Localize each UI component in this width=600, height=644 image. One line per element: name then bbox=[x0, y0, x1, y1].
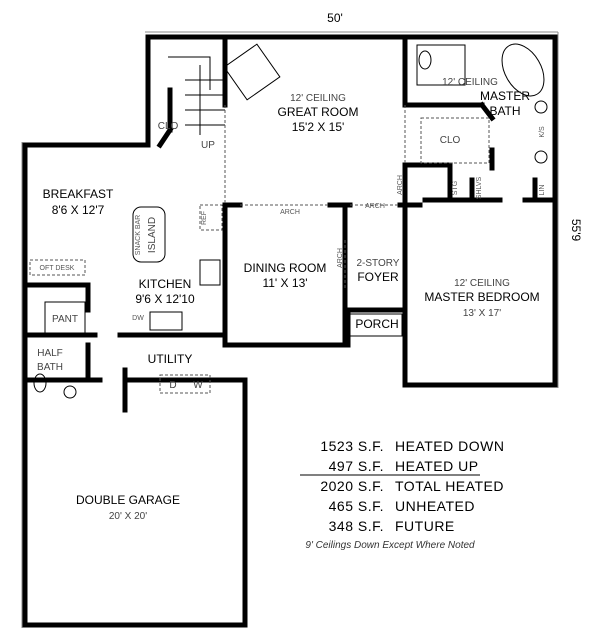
ks-label: K/S bbox=[539, 126, 546, 138]
dryer-label: D bbox=[169, 380, 176, 391]
dining-arch-label: ARCH bbox=[280, 209, 300, 216]
dining-room-size: 11' X 13' bbox=[262, 276, 307, 290]
lavatory bbox=[63, 385, 77, 399]
snack-bar-label: SNACK BAR bbox=[135, 215, 142, 255]
tub bbox=[501, 43, 545, 97]
washer-label: W bbox=[193, 380, 203, 391]
master-bedroom-ceiling: 12' CEILING bbox=[454, 278, 510, 289]
linen-label: LIN bbox=[539, 185, 546, 196]
master-bedroom-size: 13' X 17' bbox=[463, 308, 501, 319]
stat-value: 497 S.F. bbox=[329, 458, 384, 474]
toilet bbox=[33, 373, 47, 393]
square-footage-table: 1523 S.F. HEATED DOWN 497 S.F. HEATED UP… bbox=[300, 438, 504, 534]
stat-label: TOTAL HEATED bbox=[395, 478, 504, 494]
breakfast-size: 8'6 X 12'7 bbox=[52, 203, 105, 217]
stat-value: 2020 S.F. bbox=[320, 478, 384, 494]
great-room-arch: ARCH bbox=[397, 175, 404, 195]
great-room-name: GREAT ROOM bbox=[278, 105, 359, 119]
stat-value: 348 S.F. bbox=[329, 518, 384, 534]
master-bath-name-2: BATH bbox=[489, 104, 520, 118]
stat-value: 1523 S.F. bbox=[320, 438, 384, 454]
width-dimension: 50' bbox=[327, 11, 343, 25]
dining-room-name: DINING ROOM bbox=[244, 261, 327, 275]
stair-closet-label: CLO bbox=[158, 121, 179, 132]
garage-size: 20' X 20' bbox=[109, 511, 147, 522]
half-bath-label-2: BATH bbox=[37, 362, 63, 373]
kitchen-size: 9'6 X 12'10 bbox=[135, 292, 195, 306]
ref-label: REF bbox=[201, 211, 208, 225]
depth-dimension: 55'9 bbox=[569, 219, 583, 242]
desk-label: OFT DESK bbox=[40, 265, 75, 272]
porch-name: PORCH bbox=[355, 317, 398, 331]
ceiling-note: 9' Ceilings Down Except Where Noted bbox=[305, 540, 475, 551]
foyer-name: FOYER bbox=[357, 270, 399, 284]
storage-label: STG bbox=[452, 181, 459, 195]
foyer-story-label: 2-STORY bbox=[357, 258, 400, 269]
shower bbox=[416, 44, 466, 86]
walls bbox=[22, 34, 558, 628]
toilet bbox=[418, 50, 432, 70]
kitchen-name: KITCHEN bbox=[139, 277, 192, 291]
garage-name: DOUBLE GARAGE bbox=[76, 493, 180, 507]
pantry-label: PANT bbox=[52, 314, 78, 325]
utility-name: UTILITY bbox=[148, 352, 193, 366]
fireplace bbox=[223, 43, 281, 101]
half-bath-label-1: HALF bbox=[37, 348, 63, 359]
master-bath-name-1: MASTER bbox=[480, 89, 530, 103]
master-bath-ceiling: 12' CEILING bbox=[442, 77, 498, 88]
shelves-label: SHLVS bbox=[476, 176, 483, 199]
exterior-outline bbox=[21, 31, 559, 628]
foyer-arch-side: ARCH bbox=[337, 248, 344, 268]
cooktop bbox=[199, 259, 221, 286]
stat-value: 465 S.F. bbox=[329, 498, 384, 514]
stat-label: HEATED UP bbox=[395, 458, 479, 474]
breakfast-name: BREAKFAST bbox=[43, 187, 114, 201]
stair-up-label: UP bbox=[201, 140, 215, 151]
kitchen-sink bbox=[149, 311, 183, 331]
stat-label: FUTURE bbox=[395, 518, 455, 534]
great-room-ceiling: 12' CEILING bbox=[290, 93, 346, 104]
stat-label: UNHEATED bbox=[395, 498, 475, 514]
fixtures bbox=[29, 43, 548, 618]
master-closet-label: CLO bbox=[440, 135, 461, 146]
master-bedroom-name: MASTER BEDROOM bbox=[424, 290, 539, 304]
great-room-size: 15'2 X 15' bbox=[292, 120, 345, 134]
porch bbox=[349, 313, 403, 337]
foyer-arch-top: ARCH bbox=[365, 203, 385, 210]
kitchen-island bbox=[132, 206, 166, 263]
stat-label: HEATED DOWN bbox=[395, 438, 504, 454]
dishwasher-label: DW bbox=[132, 315, 144, 322]
island-label: ISLAND bbox=[147, 217, 158, 253]
